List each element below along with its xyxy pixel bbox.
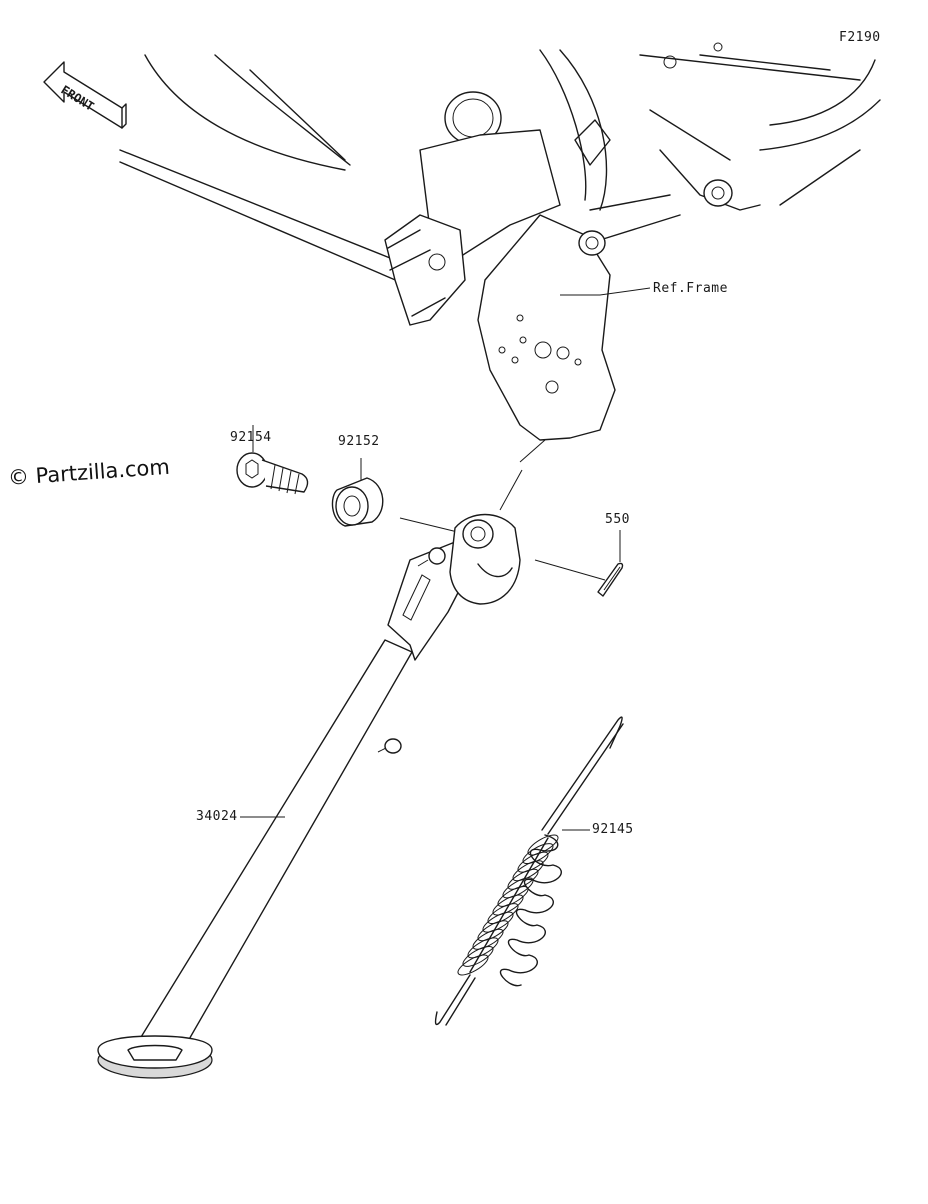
diagram-code: F2190: [839, 30, 881, 45]
part-number-92145[interactable]: 92145: [592, 822, 634, 837]
stand-assembly-line-2: [499, 469, 523, 511]
bolt-92154: [236, 452, 309, 495]
collar-92152: [331, 477, 384, 527]
stand-assembly-line: [519, 439, 546, 463]
part-number-550[interactable]: 550: [605, 512, 630, 527]
part-number-92154[interactable]: 92154: [230, 430, 272, 445]
ref-frame-label: Ref.Frame: [653, 281, 728, 296]
cotter-pin-550: [597, 562, 624, 597]
cotter-pin-assembly-line: [534, 559, 606, 581]
front-arrow-icon: FRONT: [43, 61, 127, 129]
part-number-92152[interactable]: 92152: [338, 434, 380, 449]
part-number-34024[interactable]: 34024: [196, 809, 238, 824]
spring-coils: [457, 834, 559, 976]
frame-reference: [119, 42, 881, 441]
ref-frame-leader: [560, 287, 651, 296]
side-stand-34024: [97, 513, 521, 1079]
spring-coil: [457, 954, 489, 976]
